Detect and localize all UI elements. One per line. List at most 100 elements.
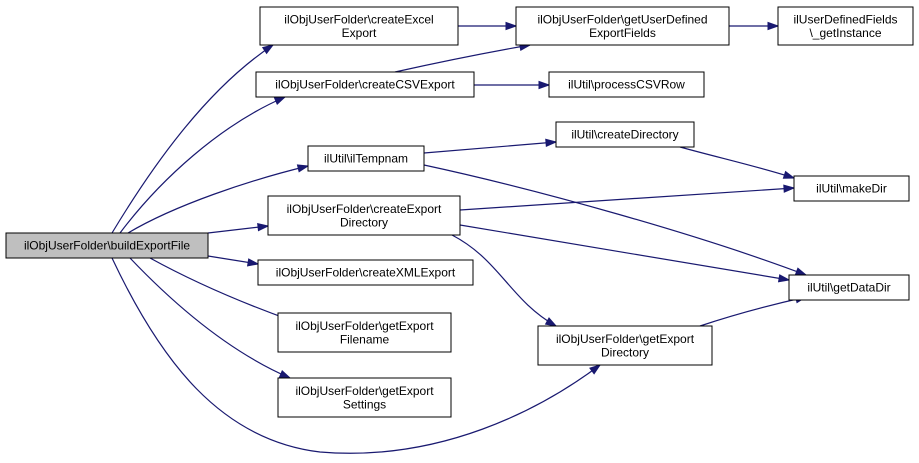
node-label-line: Export: [342, 26, 377, 40]
edge-ilTempnam-to-getDataDir: [423, 164, 808, 276]
edge-ilTempnam-to-createDirectory: [423, 138, 558, 154]
edge-line: [679, 146, 795, 179]
node-label-line: ilObjUserFolder\createCSVExport: [275, 78, 455, 92]
node-box[interactable]: [788, 274, 910, 301]
node-label-line: Directory: [340, 215, 388, 229]
edge-buildExportFile-to-createXMLExport: [207, 255, 260, 267]
node-createDirectory[interactable]: ilUtil\createDirectory: [555, 121, 695, 148]
node-buildExportFile[interactable]: ilObjUserFolder\buildExportFile: [5, 232, 209, 259]
arrowhead: [777, 274, 791, 283]
arrowhead: [767, 21, 780, 31]
arrowhead: [589, 364, 602, 375]
node-box[interactable]: [267, 195, 461, 236]
node-label-line: ilObjUserFolder\createXMLExport: [276, 266, 456, 280]
arrowhead: [783, 184, 796, 193]
edge-line: [111, 44, 274, 234]
node-ilTempnam[interactable]: ilUtil\ilTempnam: [307, 145, 425, 172]
edge-createExportDirectory-to-getExportDirectory: [451, 234, 558, 327]
arrowhead: [296, 164, 310, 173]
node-label-line: Directory: [601, 345, 649, 359]
node-label-line: ilUtil\getDataDir: [807, 281, 890, 295]
edge-buildExportFile-to-createExportDirectory: [207, 223, 270, 234]
node-label-line: ilObjUserFolder\buildExportFile: [24, 239, 190, 253]
node-createCSVExport[interactable]: ilObjUserFolder\createCSVExport: [255, 71, 475, 98]
edge-createCSVExport-to-processCSVRow: [474, 80, 551, 90]
node-box[interactable]: [257, 259, 474, 286]
node-createXMLExport[interactable]: ilObjUserFolder\createXMLExport: [257, 259, 474, 286]
node-processCSVRow[interactable]: ilUtil\processCSVRow: [548, 71, 705, 98]
node-box[interactable]: [793, 175, 910, 202]
edge-buildExportFile-to-ilTempnam: [127, 164, 310, 234]
edge-buildExportFile-to-getExportDirectory: [111, 257, 602, 454]
node-label-line: ilObjUserFolder\getUserDefined: [537, 12, 707, 26]
node-box[interactable]: [5, 232, 209, 259]
node-label-line: ExportFields: [589, 26, 656, 40]
edge-createExportDirectory-to-getDataDir: [459, 224, 791, 283]
edge-line: [459, 224, 790, 281]
node-box[interactable]: [277, 377, 452, 418]
edge-line: [129, 257, 291, 379]
arrowhead: [278, 369, 292, 379]
arrowhead: [544, 317, 558, 327]
arrowhead: [257, 223, 270, 232]
edge-createDirectory-to-makeDir: [679, 146, 796, 179]
edge-line: [699, 296, 807, 327]
node-label-line: ilUtil\makeDir: [816, 182, 887, 196]
node-label-line: Filename: [340, 332, 390, 346]
node-label-line: Settings: [343, 397, 386, 411]
node-getUserDefinedExportFields[interactable]: ilObjUserFolder\getUserDefinedExportFiel…: [515, 6, 730, 46]
nodes-layer: ilObjUserFolder\buildExportFile ilObjUser…: [5, 6, 914, 418]
arrowhead: [794, 267, 808, 276]
edge-buildExportFile-to-createExcelExport: [111, 44, 275, 234]
edge-line: [119, 96, 286, 234]
arrowhead: [538, 80, 551, 90]
node-label-line: ilObjUserFolder\getExport: [556, 332, 695, 346]
node-label-line: ilObjUserFolder\getExport: [295, 384, 434, 398]
arrowhead: [261, 44, 275, 55]
node-box[interactable]: [555, 121, 695, 148]
node-label-line: \_getInstance: [809, 26, 881, 40]
node-label-line: ilUserDefinedFields: [793, 12, 897, 26]
edge-line: [451, 234, 557, 327]
node-box[interactable]: [537, 325, 713, 366]
node-label-line: ilObjUserFolder\createExport: [287, 202, 442, 216]
arrowhead: [273, 96, 287, 106]
edge-line: [111, 257, 601, 454]
edge-createCSVExport-to-getUserDefinedExportFields: [394, 42, 532, 73]
edge-line: [127, 165, 309, 234]
arrowhead: [545, 138, 558, 148]
edge-createExportDirectory-to-makeDir: [459, 184, 796, 211]
edge-getUserDefinedExportFields-to-udfGetInstance: [729, 21, 780, 31]
arrowhead: [782, 170, 796, 179]
node-label-line: ilUtil\ilTempnam: [324, 152, 408, 166]
node-box[interactable]: [277, 312, 452, 353]
node-label-line: ilUtil\processCSVRow: [568, 78, 685, 92]
edge-line: [423, 164, 807, 276]
edge-line: [459, 187, 795, 211]
node-label-line: ilUtil\createDirectory: [571, 128, 678, 142]
edge-buildExportFile-to-createCSVExport: [119, 96, 287, 234]
node-makeDir[interactable]: ilUtil\makeDir: [793, 175, 910, 202]
node-box[interactable]: [515, 6, 730, 46]
node-box[interactable]: [255, 71, 475, 98]
edge-line: [394, 44, 531, 73]
node-box[interactable]: [259, 6, 459, 46]
node-box[interactable]: [777, 6, 914, 46]
node-label-line: ilObjUserFolder\getExport: [295, 319, 434, 333]
edge-createExcelExport-to-getUserDefinedExportFields: [458, 21, 518, 31]
node-box[interactable]: [307, 145, 425, 172]
node-getDataDir[interactable]: ilUtil\getDataDir: [788, 274, 910, 301]
node-udfGetInstance[interactable]: ilUserDefinedFields\_getInstance: [777, 6, 914, 46]
arrowhead: [246, 258, 260, 267]
node-label-line: ilObjUserFolder\createExcel: [284, 12, 433, 26]
edge-line: [423, 141, 557, 154]
arrowhead: [505, 21, 518, 31]
node-box[interactable]: [548, 71, 705, 98]
edge-line: [149, 257, 291, 321]
